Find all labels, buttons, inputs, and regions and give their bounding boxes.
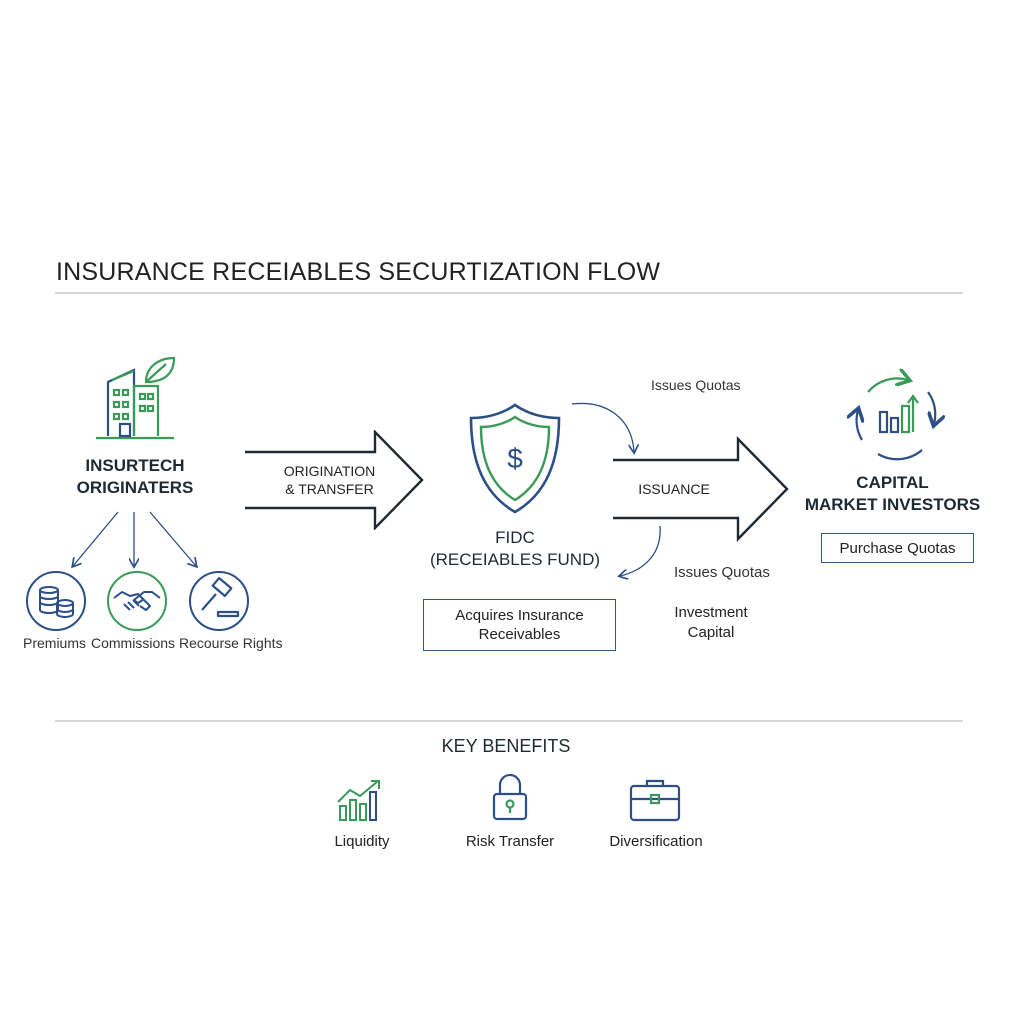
benefit-label-risk-transfer: Risk Transfer <box>465 833 555 850</box>
source-label-premiums: Premiums <box>23 635 87 651</box>
originators-label: INSURTECH ORIGINATERS <box>60 455 210 499</box>
origination-transfer-label: ORIGINATION & TRANSFER <box>262 462 397 498</box>
fund-label-line1: FIDC <box>495 528 535 547</box>
source-label-commissions: Commissions <box>91 635 176 651</box>
growth-chart-icon <box>337 780 380 821</box>
purchase-quotas-box: Purchase Quotas <box>821 533 974 563</box>
investment-capital-line2: Capital <box>687 624 735 641</box>
briefcase-icon <box>629 779 681 822</box>
benefits-divider <box>55 720 963 722</box>
benefit-label-diversification: Diversification <box>609 833 703 850</box>
investors-label-line2: MARKET INVESTORS <box>804 495 981 514</box>
origination-label-line2: & TRANSFER <box>285 481 374 497</box>
investors-label: CAPITAL MARKET INVESTORS <box>800 472 985 516</box>
building-leaf-icon <box>96 356 176 440</box>
fund-box-line1: Acquires Insurance <box>455 607 584 624</box>
issuance-label: ISSUANCE <box>638 481 710 497</box>
issues-quotas-top-label: Issues Quotas <box>651 377 741 393</box>
originators-label-line2: ORIGINATERS <box>76 478 194 497</box>
investment-capital-label: Investment Capital <box>660 603 762 643</box>
diagram-title: INSURANCE RECEIABLES SECURTIZATION FLOW <box>56 258 661 286</box>
cycle-chart-icon <box>848 370 944 461</box>
origination-transfer-arrow <box>245 430 424 530</box>
svg-text:$: $ <box>507 443 523 474</box>
investors-label-line1: CAPITAL <box>856 473 929 492</box>
originators-label-line1: INSURTECH <box>85 456 185 475</box>
coins-icon <box>26 571 86 631</box>
fund-label-line2: (RECEIABLES FUND) <box>429 550 601 569</box>
fund-acquires-box: Acquires Insurance Receivables <box>423 599 616 651</box>
gavel-icon <box>189 571 249 631</box>
fund-label: FIDC (RECEIABLES FUND) <box>410 527 620 571</box>
origination-label-line1: ORIGINATION <box>283 463 376 479</box>
handshake-icon <box>107 571 167 631</box>
issuance-arrow <box>613 436 789 542</box>
padlock-icon <box>492 773 528 821</box>
shield-dollar-icon: $ <box>469 403 561 514</box>
benefits-heading: KEY BENEFITS <box>441 736 571 756</box>
investment-capital-line1: Investment <box>674 604 748 621</box>
benefit-label-liquidity: Liquidity <box>334 833 390 850</box>
fund-box-line2: Receivables <box>478 626 561 643</box>
issues-quotas-bottom-label: Issues Quotas <box>674 564 770 581</box>
title-divider <box>55 292 963 294</box>
source-label-recourse-rights: Recourse Rights <box>179 635 283 651</box>
